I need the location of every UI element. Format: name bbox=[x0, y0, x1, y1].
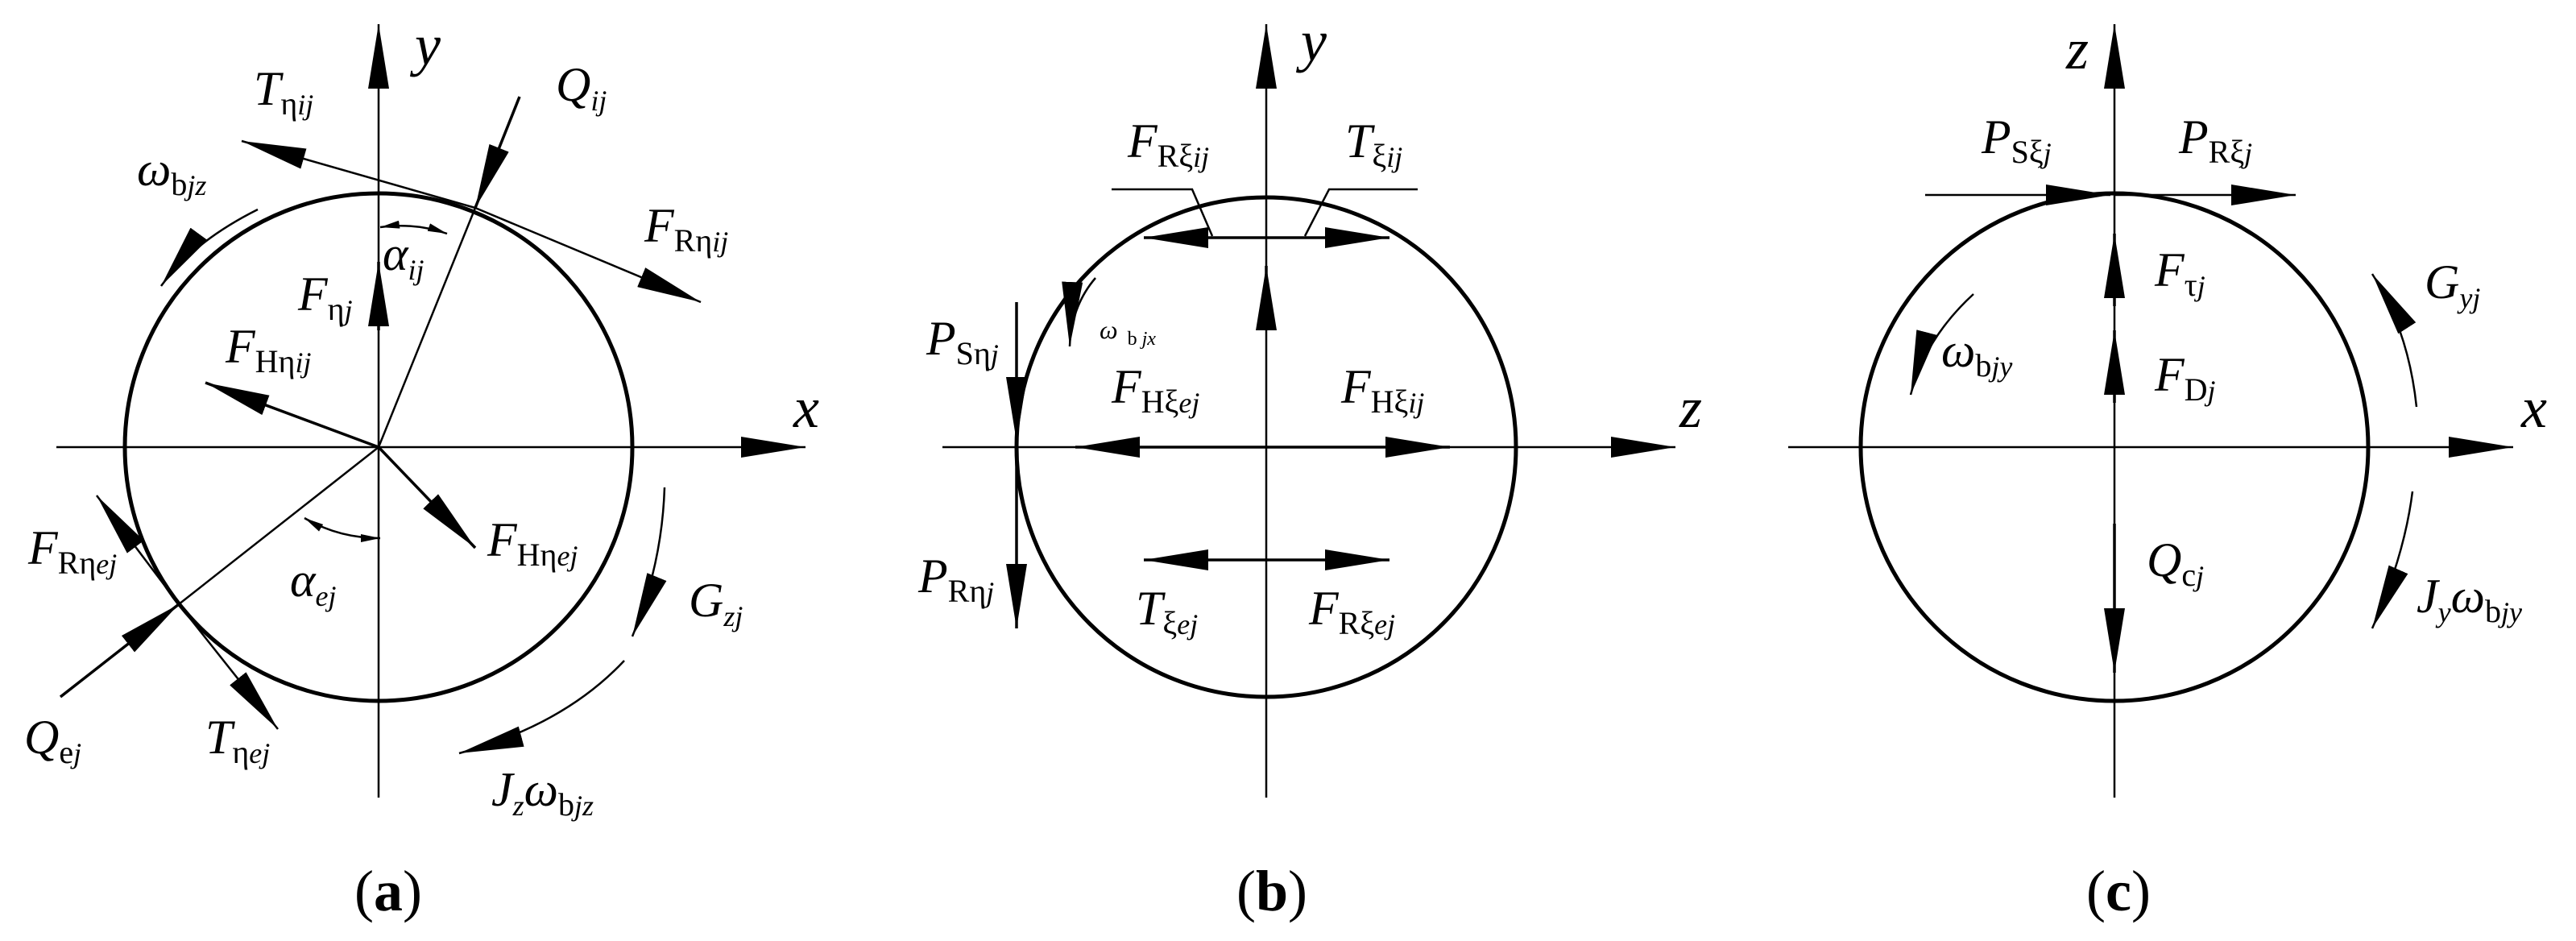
a-J-z-omega-arc bbox=[458, 660, 625, 755]
a-F-R-eta-ij-label: FRηij bbox=[644, 199, 728, 259]
c-x-axis-label: x bbox=[2520, 375, 2547, 440]
a-alpha-ej-arc bbox=[304, 516, 381, 542]
c-omega-bjy-arc bbox=[1909, 293, 1974, 396]
b-omega-bjx-arc bbox=[1062, 277, 1096, 347]
c-P-S-xi-j-label: PSξj bbox=[1981, 110, 2052, 170]
a-radius-contact-e bbox=[178, 446, 379, 605]
a-F-H-eta-ij-label: FHηij bbox=[225, 320, 311, 379]
c-omega-bjy-label: ωbjy bbox=[1941, 324, 2012, 383]
c-ball-circle bbox=[1858, 191, 2371, 703]
b-T-xi-ij-leader bbox=[1303, 188, 1418, 237]
a-G-zj-arc bbox=[631, 487, 667, 637]
a-F-eta-j-label: Fηj bbox=[297, 267, 353, 327]
panel-c: x z PSξj PRξj Fτj FDj Qcj ωbjy Gyj Jyωbj… bbox=[1788, 17, 2547, 923]
c-F-tau-j-label: Fτj bbox=[2154, 243, 2205, 303]
b-y-axis-label: y bbox=[1295, 9, 1327, 73]
c-Q-cj-label: Qcj bbox=[2147, 533, 2204, 593]
b-F-R-xi-ij-leader bbox=[1112, 188, 1214, 237]
a-F-R-eta-ej-arrow bbox=[96, 495, 180, 605]
a-ball-circle bbox=[122, 191, 635, 703]
b-T-xi-ij-label: Tξij bbox=[1345, 114, 1402, 174]
b-P-R-eta-j-label: PRηj bbox=[917, 549, 994, 609]
b-P-S-eta-j-label: PSηj bbox=[926, 312, 999, 371]
a-T-eta-ej-arrow bbox=[178, 603, 279, 730]
a-Q-ej-arrow bbox=[59, 603, 180, 698]
b-F-R-xi-ij-label: FRξij bbox=[1127, 114, 1209, 174]
b-caption: (b) bbox=[1236, 859, 1307, 923]
a-alpha-ij-label: αij bbox=[383, 227, 425, 286]
a-F-R-eta-ej-label: FRηej bbox=[27, 521, 117, 581]
b-F-R-xi-ej-label: FRξej bbox=[1308, 582, 1395, 641]
a-T-eta-ij-arrow bbox=[241, 139, 476, 209]
a-F-R-eta-ij-arrow bbox=[474, 206, 702, 304]
c-caption: (c) bbox=[2086, 859, 2151, 923]
b-z-axis-label: z bbox=[1679, 375, 1702, 440]
c-P-R-xi-j-label: PRξj bbox=[2178, 110, 2252, 170]
c-G-yj-arc bbox=[2371, 273, 2418, 408]
b-ball-circle bbox=[1014, 195, 1518, 699]
c-J-y-omega-label: Jyωbjy bbox=[2417, 570, 2522, 629]
a-omega-bjz-arc bbox=[159, 208, 259, 287]
c-z-axis-label: z bbox=[2065, 17, 2089, 81]
a-Q-ij-label: Qij bbox=[556, 58, 607, 117]
a-y-axis-label: y bbox=[409, 13, 441, 77]
a-F-H-eta-ij-arrow bbox=[205, 381, 379, 449]
a-T-eta-ij-label: Tηij bbox=[254, 62, 313, 122]
a-T-eta-ej-label: Tηej bbox=[205, 711, 270, 770]
a-radius-contact-i bbox=[377, 207, 477, 448]
a-J-z-omega-label: Jzωbjz bbox=[491, 763, 594, 823]
a-alpha-ij-arc bbox=[379, 220, 448, 235]
c-J-y-omega-arc bbox=[2371, 491, 2414, 629]
b-F-H-xi-ej-label: FHξej bbox=[1111, 360, 1199, 420]
a-Q-ej-label: Qej bbox=[24, 711, 81, 770]
panel-a: x y Qij Tηij FRηij ωbjz αij Fηj FHηij FH… bbox=[24, 13, 819, 923]
a-Q-ij-arrow bbox=[474, 96, 521, 209]
a-F-H-eta-ej-label: FHηej bbox=[487, 513, 578, 573]
a-x-axis-label: x bbox=[793, 375, 819, 440]
a-G-zj-label: Gzj bbox=[689, 574, 743, 632]
c-G-yj-label: Gyj bbox=[2425, 255, 2480, 314]
a-caption: (a) bbox=[354, 859, 422, 923]
a-omega-bjz-label: ωbjz bbox=[137, 143, 206, 202]
a-F-H-eta-ej-arrow bbox=[377, 446, 477, 549]
b-T-xi-ej-label: Tξej bbox=[1136, 582, 1198, 641]
c-F-Dj-label: FDj bbox=[2154, 348, 2216, 408]
a-alpha-ej-label: αej bbox=[290, 553, 336, 612]
b-F-H-xi-ij-label: FHξij bbox=[1340, 360, 1424, 420]
